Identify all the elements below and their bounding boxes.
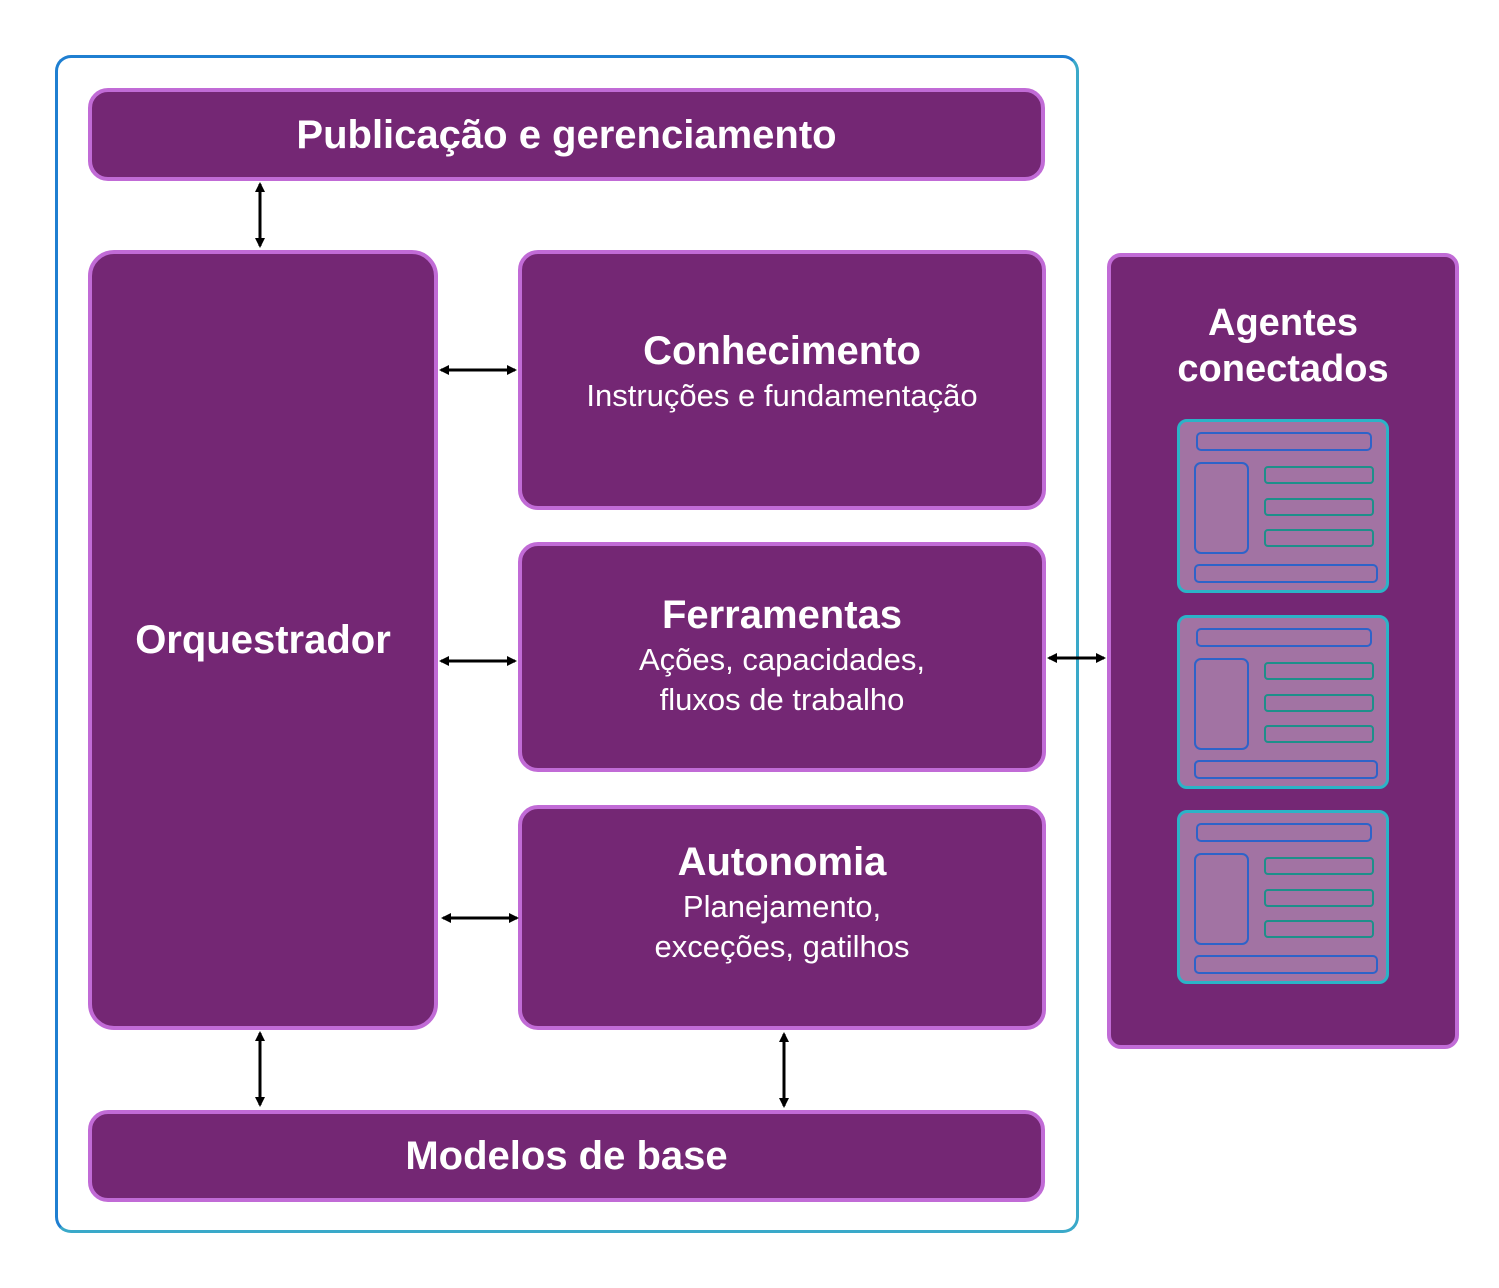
agent-platform-frame xyxy=(55,55,1079,1233)
tools-subtitle-line1: Ações, capacidades, xyxy=(638,642,926,677)
agent-card-text-line xyxy=(1264,662,1374,680)
agent-card-footer-bar xyxy=(1194,564,1378,583)
autonomy-subtitle-line2: exceções, gatilhos xyxy=(654,929,910,965)
tools-title: Ferramentas xyxy=(661,593,903,637)
agent-card-text-line xyxy=(1264,466,1374,484)
agent-card-image-block xyxy=(1194,853,1249,945)
agent-card-image-block xyxy=(1194,462,1249,554)
agent-card-icon xyxy=(1177,810,1389,984)
autonomy-box: Autonomia Planejamento, exceções, gatilh… xyxy=(518,805,1046,1030)
agent-card-footer-bar xyxy=(1194,955,1378,974)
orchestrator-box: Orquestrador xyxy=(88,250,438,1030)
agent-card-text-line xyxy=(1264,889,1374,907)
agent-card-footer-bar xyxy=(1194,760,1378,779)
publish-title: Publicação e gerenciamento xyxy=(296,112,837,157)
agent-card-text-line xyxy=(1264,498,1374,516)
agent-card-header-bar xyxy=(1196,432,1372,451)
publish-management-box: Publicação e gerenciamento xyxy=(88,88,1045,181)
orchestrator-title: Orquestrador xyxy=(135,618,391,662)
agent-card-image-block xyxy=(1194,658,1249,750)
agent-card-icon xyxy=(1177,615,1389,789)
agent-card-text-line xyxy=(1264,920,1374,938)
agents-title-line2: conectados xyxy=(1177,347,1389,390)
tools-box: Ferramentas Ações, capacidades, fluxos d… xyxy=(518,542,1046,772)
agent-card-text-line xyxy=(1264,694,1374,712)
knowledge-subtitle: Instruções e fundamentação xyxy=(586,378,978,413)
agents-title-line1: Agentes xyxy=(1208,302,1358,344)
agent-card-text-line xyxy=(1264,725,1374,743)
agent-card-text-line xyxy=(1264,857,1374,875)
agent-card-header-bar xyxy=(1196,823,1372,842)
tools-subtitle-line2: fluxos de trabalho xyxy=(659,682,905,718)
agent-card-text-line xyxy=(1264,529,1374,547)
knowledge-title: Conhecimento xyxy=(643,329,921,373)
knowledge-box: Conhecimento Instruções e fundamentação xyxy=(518,250,1046,510)
models-title: Modelos de base xyxy=(405,1134,728,1178)
autonomy-title: Autonomia xyxy=(677,840,887,884)
foundation-models-box: Modelos de base xyxy=(88,1110,1045,1202)
agent-card-icon xyxy=(1177,419,1389,593)
autonomy-subtitle-line1: Planejamento, xyxy=(682,889,882,924)
agent-card-header-bar xyxy=(1196,628,1372,647)
